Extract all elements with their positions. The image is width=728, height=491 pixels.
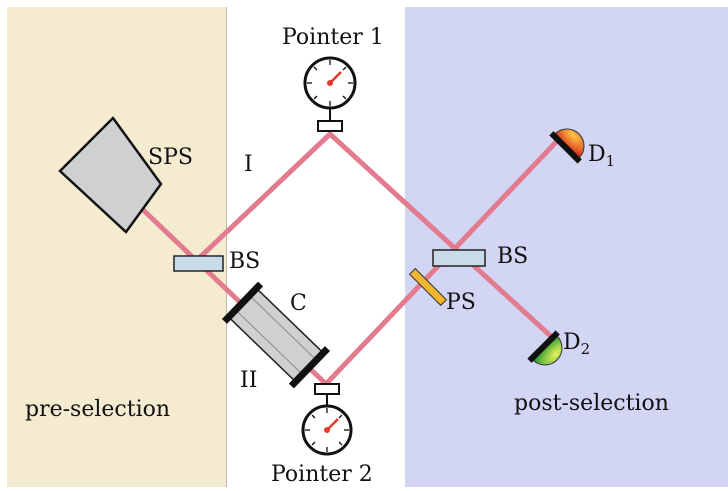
pointer1-label: Pointer 1 <box>282 25 384 50</box>
cell-component <box>221 281 331 389</box>
detector2-shape <box>527 330 563 366</box>
pre-selection-label: pre-selection <box>25 397 171 422</box>
pointer2-label: Pointer 2 <box>271 462 373 487</box>
single-photon-source <box>58 116 163 234</box>
beam-splitter-left-shape <box>173 255 224 272</box>
beam-splitter-left-label: BS <box>229 249 261 274</box>
pointer1-gauge <box>303 56 357 132</box>
arm-upper-label: I <box>244 152 253 177</box>
beam-splitter-right-shape <box>432 249 486 267</box>
pre-selection-region <box>7 7 226 487</box>
beam-arm-upper-right <box>327 131 558 343</box>
cell-label: C <box>290 291 307 316</box>
post-selection-label: post-selection <box>514 391 669 416</box>
arm-lower-label: II <box>240 368 258 393</box>
pointer2-gauge <box>301 383 353 456</box>
detector1-letter: D <box>588 142 606 167</box>
detector1-label: D1 <box>588 144 615 169</box>
detector2-letter: D <box>563 330 581 355</box>
detector1-index: 1 <box>605 152 616 170</box>
source-label: SPS <box>148 145 193 170</box>
phase-shifter-shape <box>408 267 448 307</box>
detector2-label: D2 <box>563 332 590 357</box>
beam-splitter-right-label: BS <box>497 244 529 269</box>
beam-arm-upper-left <box>192 131 333 265</box>
detector2-index: 2 <box>580 340 591 358</box>
source-box <box>58 116 163 234</box>
phase-shifter-label: PS <box>446 290 476 315</box>
detector1-shape <box>549 128 585 164</box>
